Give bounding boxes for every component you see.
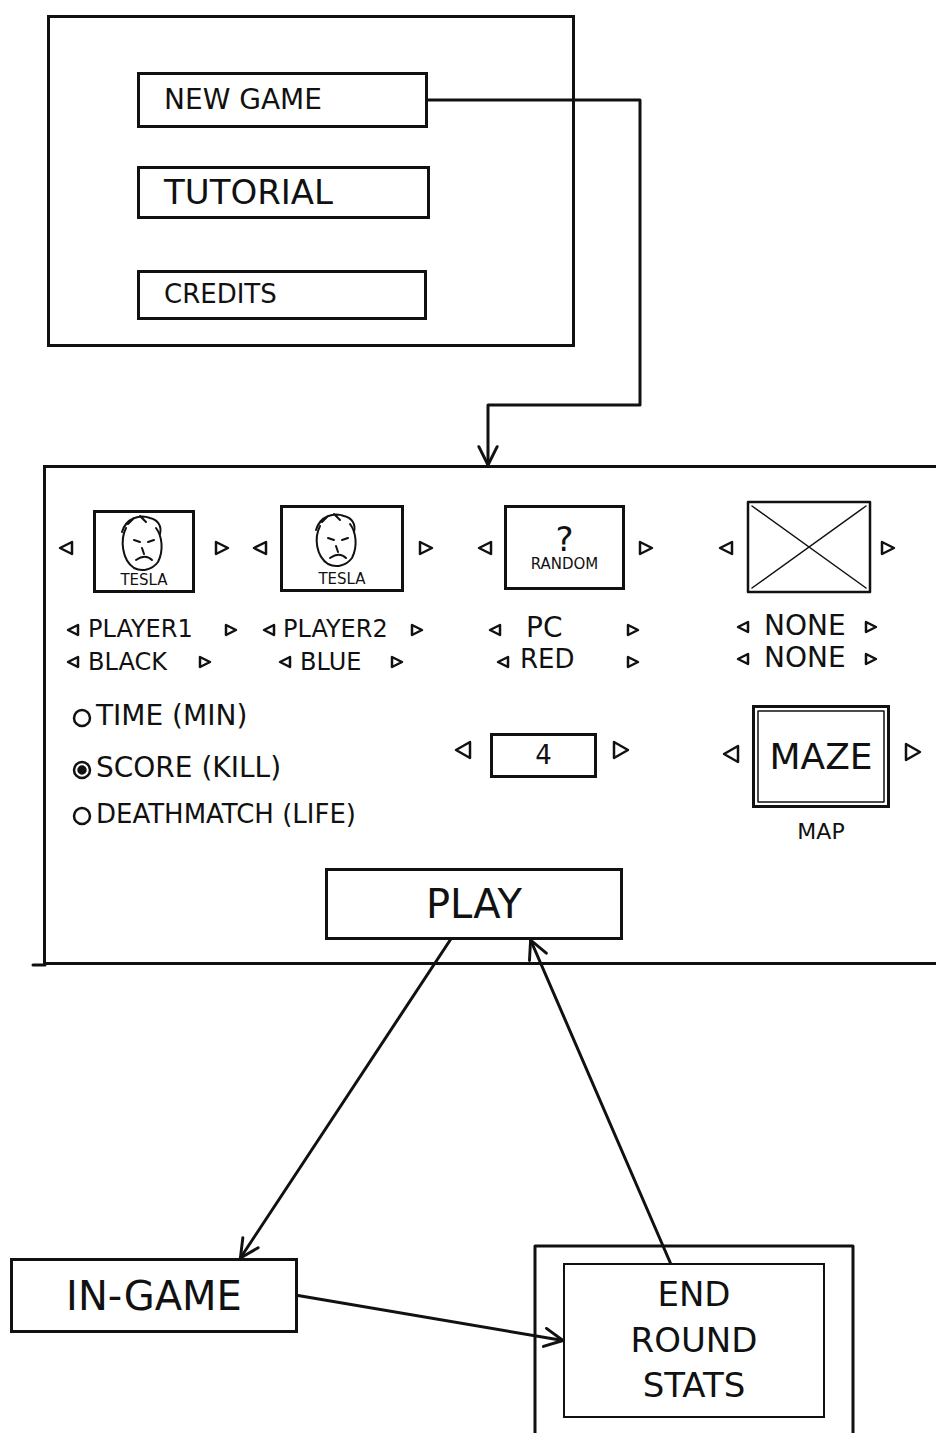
flow-arrow: [298, 1296, 563, 1341]
screen-box: END ROUND STATS: [563, 1263, 825, 1418]
stats-outer-frame: [535, 1246, 853, 1433]
screen-box: IN-GAME: [10, 1258, 298, 1333]
node-text: MAZE: [769, 736, 872, 777]
left-arrow: [456, 742, 470, 758]
menu-button: CREDITS: [137, 270, 427, 320]
right-arrow: [200, 657, 210, 667]
player-setting: BLACK: [88, 649, 167, 677]
node-text: 4: [535, 741, 552, 771]
mode-option: DEATHMATCH (LIFE): [96, 800, 356, 830]
empty-slot-picture: [748, 502, 870, 592]
radio-selected-dot: [79, 767, 86, 774]
player-setting: NONE: [764, 642, 846, 674]
radio-button: [74, 808, 90, 824]
map-selector: MAZEMAP: [752, 705, 890, 808]
right-arrow: [628, 625, 638, 635]
node-text: IN-GAME: [66, 1273, 242, 1319]
node-text: END ROUND STATS: [631, 1272, 758, 1410]
left-arrow: [254, 542, 266, 554]
menu-button: NEW GAME: [137, 72, 428, 128]
left-arrow: [738, 654, 748, 664]
right-arrow: [614, 742, 628, 758]
right-arrow: [628, 657, 638, 667]
empty-slot-cross: [752, 506, 866, 588]
right-arrow: [226, 625, 236, 635]
empty-slot-frame: [748, 502, 870, 592]
node-text: TESLA: [318, 571, 365, 588]
left-arrow: [738, 622, 748, 632]
left-arrow: [280, 657, 290, 667]
face-outline: [123, 528, 162, 570]
play-button: PLAY: [325, 868, 623, 940]
face-features: [328, 538, 348, 558]
radio-button: [74, 710, 90, 726]
left-arrow: [720, 542, 732, 554]
selector-arrows: [60, 542, 920, 762]
hair: [316, 514, 355, 532]
player-setting: PC: [526, 612, 562, 644]
character-portrait: ?RANDOM: [504, 505, 625, 590]
character-portrait: TESLA: [280, 505, 404, 592]
tesla-face: [316, 514, 356, 566]
left-arrow: [264, 625, 274, 635]
player-setting: PLAYER1: [88, 616, 193, 644]
menu-button: TUTORIAL: [137, 166, 430, 219]
node-text: PLAY: [426, 881, 522, 927]
player-setting: BLUE: [300, 649, 361, 677]
mode-option: TIME (MIN): [96, 700, 247, 732]
flow-arrow: [240, 940, 450, 1258]
player-setting: NONE: [764, 610, 846, 642]
flow-arrow: [531, 940, 671, 1263]
right-arrow: [882, 542, 894, 554]
map-caption: MAP: [755, 819, 887, 844]
right-arrow: [866, 654, 876, 664]
left-arrow: [490, 625, 500, 635]
right-arrow: [866, 622, 876, 632]
map-inner-frame: [758, 711, 884, 802]
left-arrow: [498, 657, 508, 667]
left-arrow: [60, 542, 72, 554]
left-arrow: [724, 746, 738, 762]
character-portrait: TESLA: [93, 510, 195, 593]
mode-option: SCORE (KILL): [96, 752, 281, 784]
node-text: TESLA: [120, 572, 167, 589]
flow-arrow: [428, 100, 640, 465]
right-arrow: [412, 625, 422, 635]
node-text: TUTORIAL: [164, 173, 333, 212]
left-arrow: [68, 657, 78, 667]
node-text: ?: [555, 522, 573, 556]
left-arrow: [479, 542, 491, 554]
right-arrow: [216, 542, 228, 554]
node-text: RANDOM: [531, 556, 599, 573]
menu-screen: NEW GAME TUTORIAL CREDITS: [47, 15, 575, 347]
player-setting: RED: [520, 645, 575, 675]
node-text: NEW GAME: [164, 84, 322, 116]
right-arrow: [420, 542, 432, 554]
right-arrow: [392, 657, 402, 667]
right-arrow: [640, 542, 652, 554]
radio-buttons: [74, 710, 90, 824]
tesla-face: [122, 516, 162, 570]
node-text: CREDITS: [164, 280, 277, 310]
hair: [122, 516, 161, 534]
radio-button: [74, 762, 90, 778]
player-setting: PLAYER2: [283, 616, 388, 644]
left-arrow: [68, 625, 78, 635]
number-field: 4: [490, 733, 597, 778]
face-outline: [317, 524, 356, 566]
face-features: [134, 540, 154, 560]
right-arrow: [906, 744, 920, 760]
